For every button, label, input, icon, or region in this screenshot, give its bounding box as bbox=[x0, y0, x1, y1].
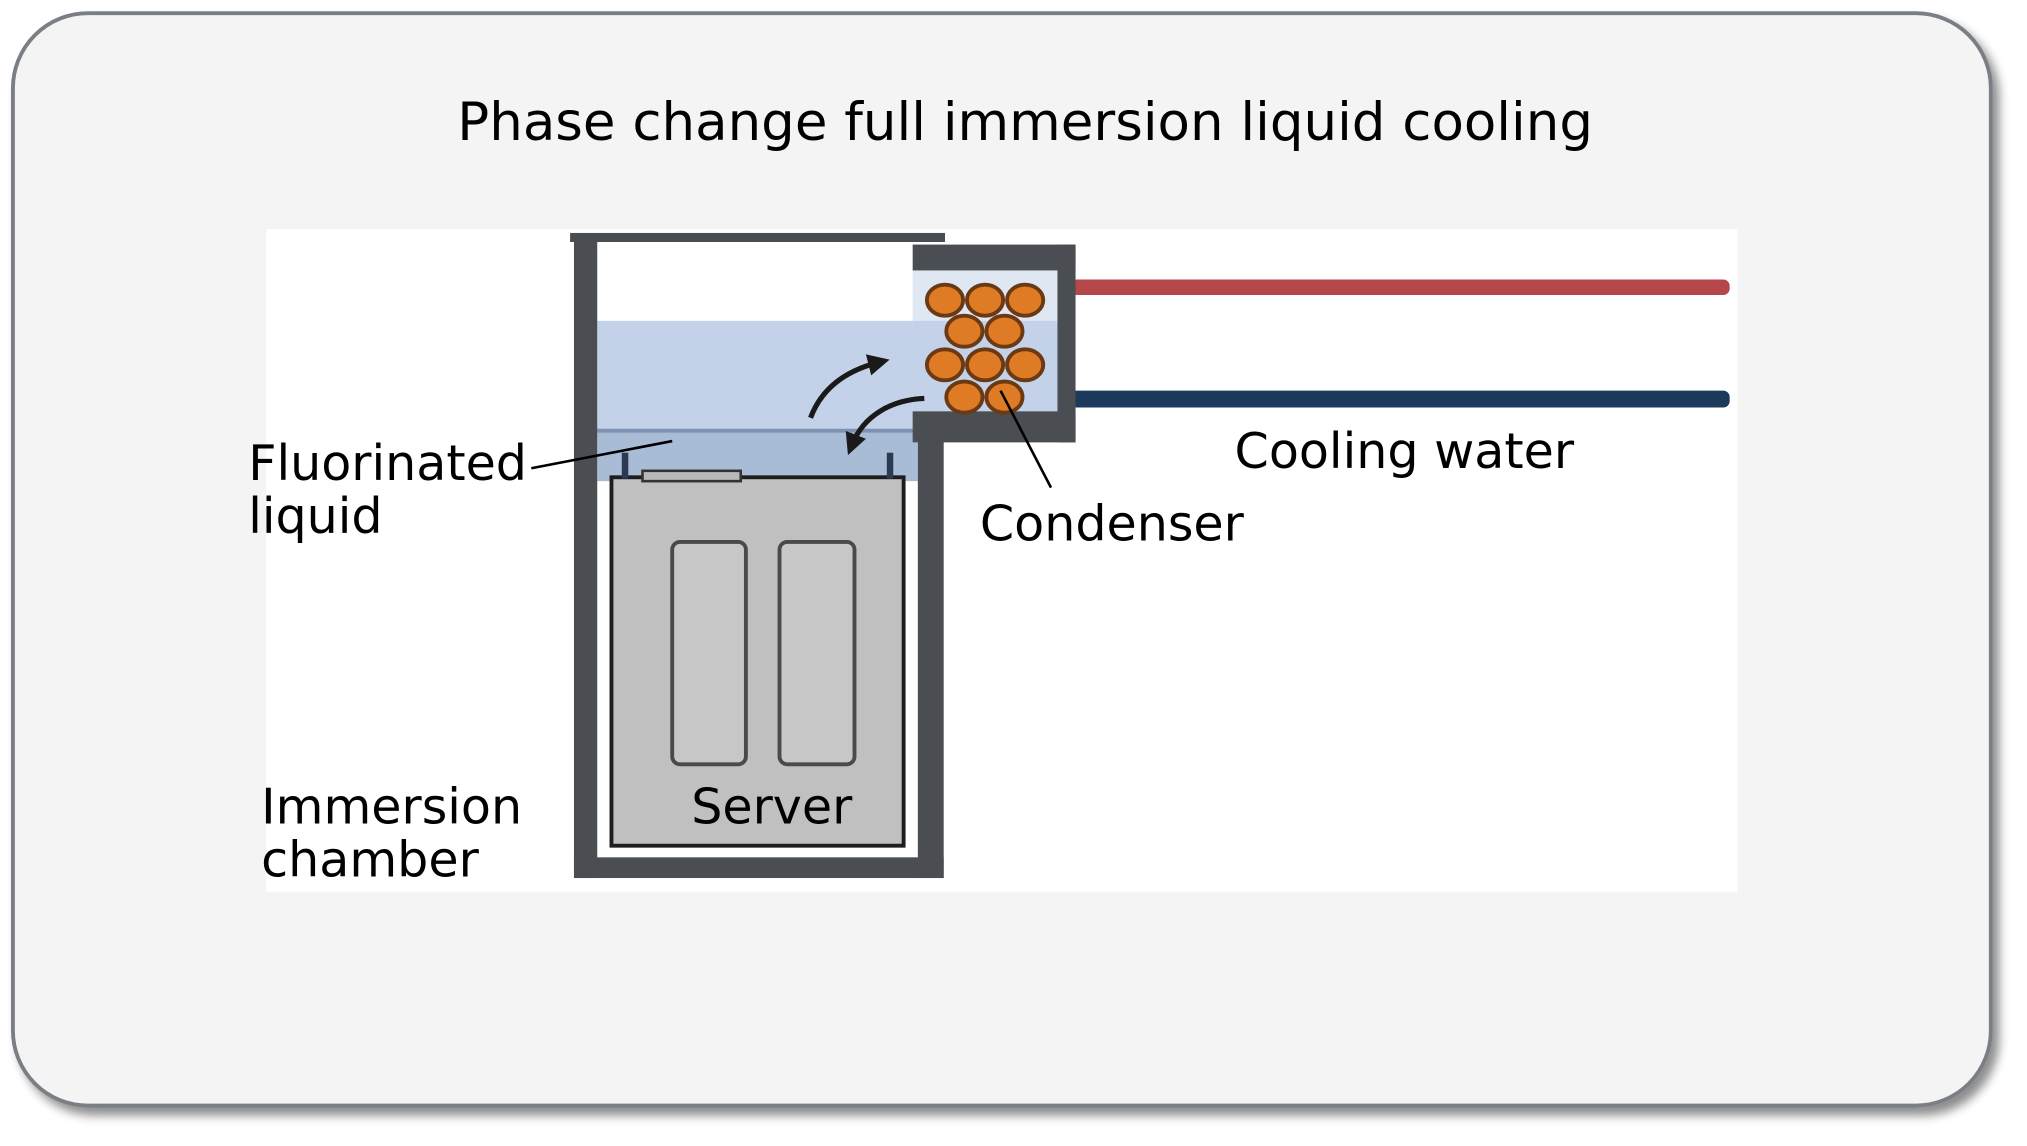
condenser-label: Condenser bbox=[980, 495, 1245, 553]
fluorinated-liquid-label-line1: Fluorinated bbox=[248, 434, 527, 492]
cold-water-pipe bbox=[1070, 390, 1730, 408]
immersion-chamber-label-line2: chamber bbox=[261, 831, 479, 889]
condenser-tube bbox=[965, 282, 1006, 318]
vapor-rising-arrow bbox=[808, 354, 890, 419]
condenser-tube bbox=[984, 313, 1025, 349]
condenser-tube bbox=[965, 347, 1006, 383]
immersion-chamber-walls bbox=[570, 232, 1076, 879]
fluorinated-liquid-label: Fluorinated liquid bbox=[248, 434, 542, 545]
condenser-tube bbox=[924, 347, 966, 383]
immersion-chamber-label-line1: Immersion bbox=[261, 778, 522, 836]
condenser-tube bbox=[944, 379, 985, 415]
server-slot-left bbox=[670, 539, 748, 767]
hot-water-pipe bbox=[1070, 279, 1730, 296]
condenser-tube bbox=[944, 313, 985, 349]
server-slot-right bbox=[777, 539, 857, 767]
condenser-tube bbox=[924, 282, 966, 318]
condenser-tube bbox=[1005, 347, 1046, 383]
server-label: Server bbox=[691, 778, 853, 836]
immersion-chamber-label: Immersion chamber bbox=[261, 778, 538, 889]
condenser-leader bbox=[999, 390, 1053, 489]
condenser-coil bbox=[924, 282, 1046, 415]
fluorinated-liquid-leader bbox=[531, 439, 673, 470]
diagram-title: Phase change full immersion liquid cooli… bbox=[457, 92, 1593, 153]
cooling-water-label: Cooling water bbox=[1235, 422, 1575, 480]
fluorinated-liquid-label-line2: liquid bbox=[248, 487, 382, 545]
condenser-tube bbox=[1005, 282, 1046, 318]
condensate-return-arrow bbox=[845, 395, 925, 456]
server-unit bbox=[609, 452, 906, 848]
